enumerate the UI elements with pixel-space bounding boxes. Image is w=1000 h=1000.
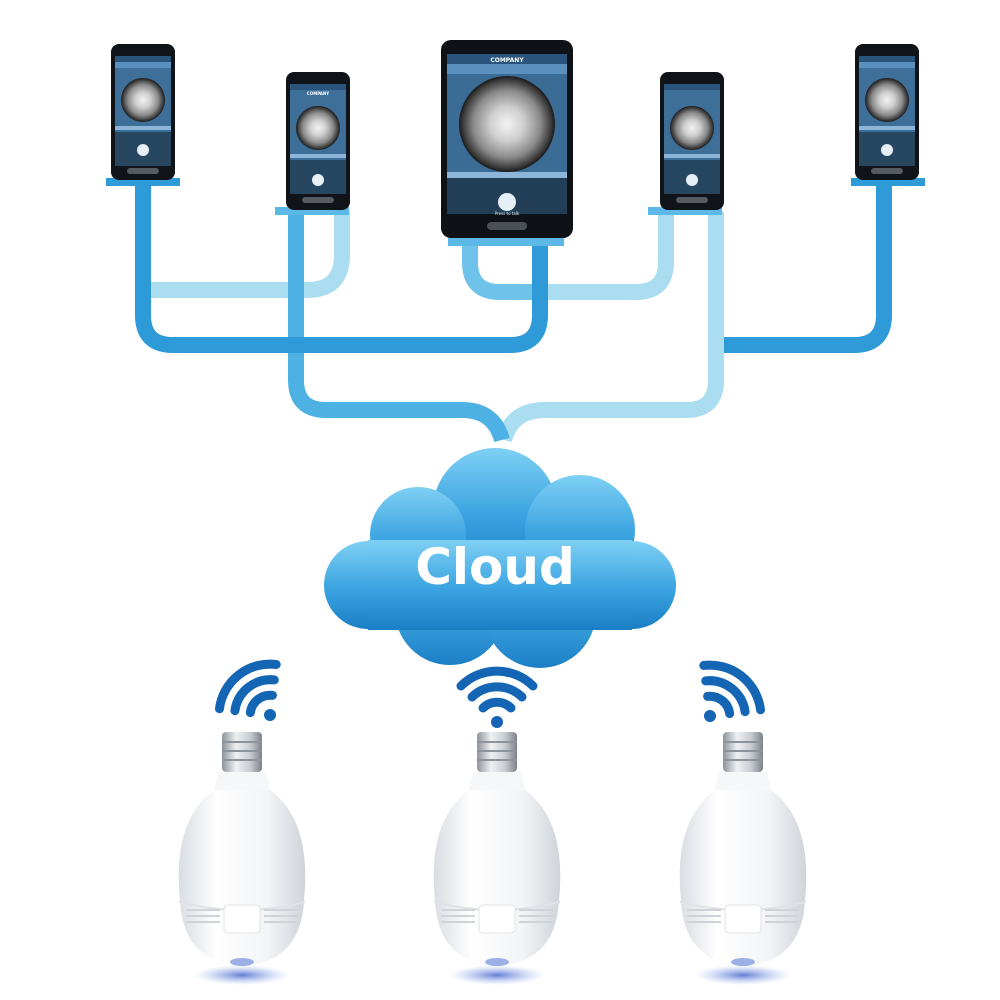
pipe-phone1	[135, 183, 548, 353]
smartphone-icon: COMPANY	[275, 72, 350, 215]
smartphone-icon	[851, 44, 925, 186]
camera-bulb-icon	[178, 732, 306, 985]
pipe-phone2-light	[150, 212, 350, 298]
connection-pipes	[135, 182, 892, 443]
smartphone-icon	[106, 44, 180, 186]
tablet-icon: COMPANY Press to talk	[441, 40, 573, 246]
pipe-cloud-left	[288, 212, 510, 443]
app-title: COMPANY	[490, 57, 524, 64]
pipe-phone4-light	[540, 212, 674, 300]
cloud-label: Cloud	[415, 538, 575, 596]
wifi-signal-icon	[699, 660, 766, 722]
wifi-signal-icon	[214, 659, 281, 721]
cloud-icon: Cloud	[324, 448, 676, 668]
camera-bulb-icon	[679, 732, 807, 985]
pipe-tablet-left-mid	[462, 240, 548, 300]
smartphone-icon	[648, 72, 724, 215]
app-title-small: COMPANY	[307, 91, 329, 96]
wifi-signal-icon	[456, 666, 538, 728]
pipe-phone5	[724, 182, 892, 353]
camera-bulb-icon	[433, 732, 561, 985]
pipe-cloud-right-light	[496, 212, 724, 443]
press-to-talk-label: Press to talk	[495, 211, 520, 216]
